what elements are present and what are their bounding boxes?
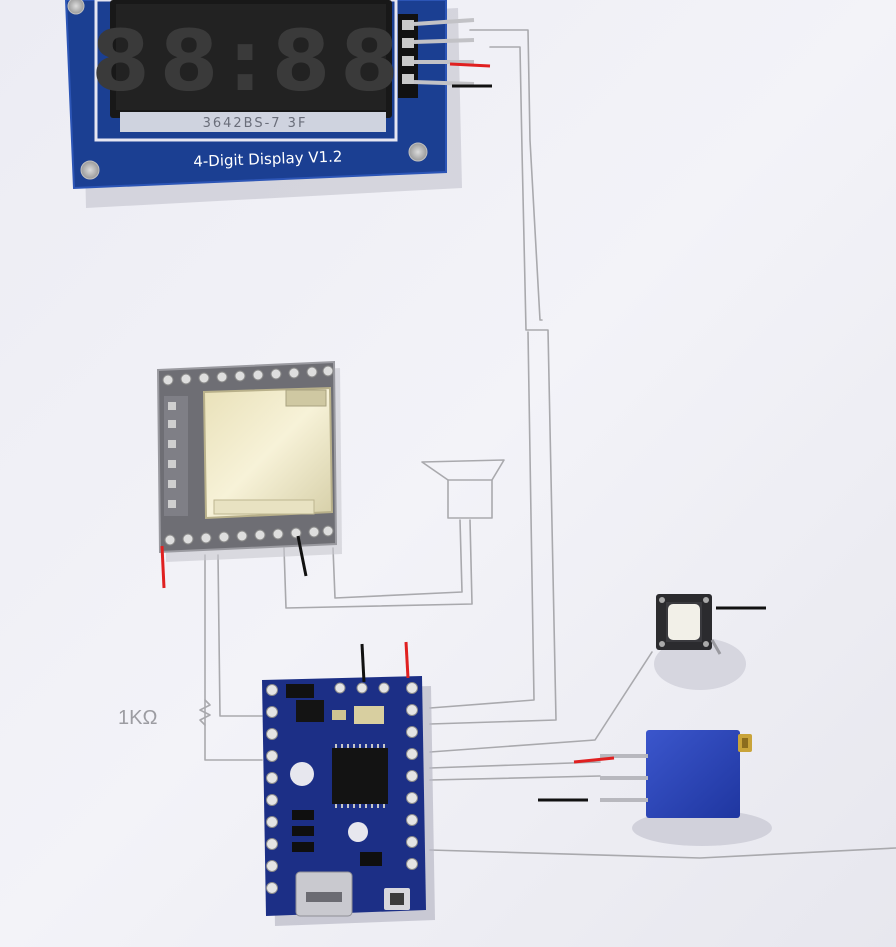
pro-mini-board	[262, 641, 435, 926]
vcc-wire-marker	[449, 62, 491, 68]
vcc-wire-marker	[404, 641, 410, 679]
gnd-wire-marker	[360, 643, 366, 683]
display-digits: 88:88	[91, 12, 408, 110]
microcontroller-chip	[332, 748, 388, 804]
resistor-label: 1KΩ	[118, 707, 157, 729]
vcc-wire-marker	[160, 545, 166, 589]
vcc-wire-marker	[573, 756, 615, 764]
pencil-wiring	[199, 29, 896, 859]
speaker-sketch	[421, 459, 505, 519]
display-chip-marking: 3642BS-7 3F	[203, 116, 308, 131]
display-module-label: 4-Digit Display V1.2	[193, 147, 343, 170]
pot-body	[646, 730, 740, 818]
trim-potentiometer	[538, 730, 772, 846]
sd-card-module	[156, 360, 342, 589]
mount-hole	[80, 160, 100, 180]
button-cap	[668, 604, 700, 640]
mount-hole	[67, 0, 85, 15]
sd-card-slot	[202, 386, 334, 520]
mount-hole	[408, 142, 428, 162]
push-button	[654, 594, 766, 690]
four-digit-display-module: 88:88 3642BS-7 3F 4-Digit Display V1.2	[64, 0, 492, 208]
gnd-wire-marker	[296, 535, 308, 577]
